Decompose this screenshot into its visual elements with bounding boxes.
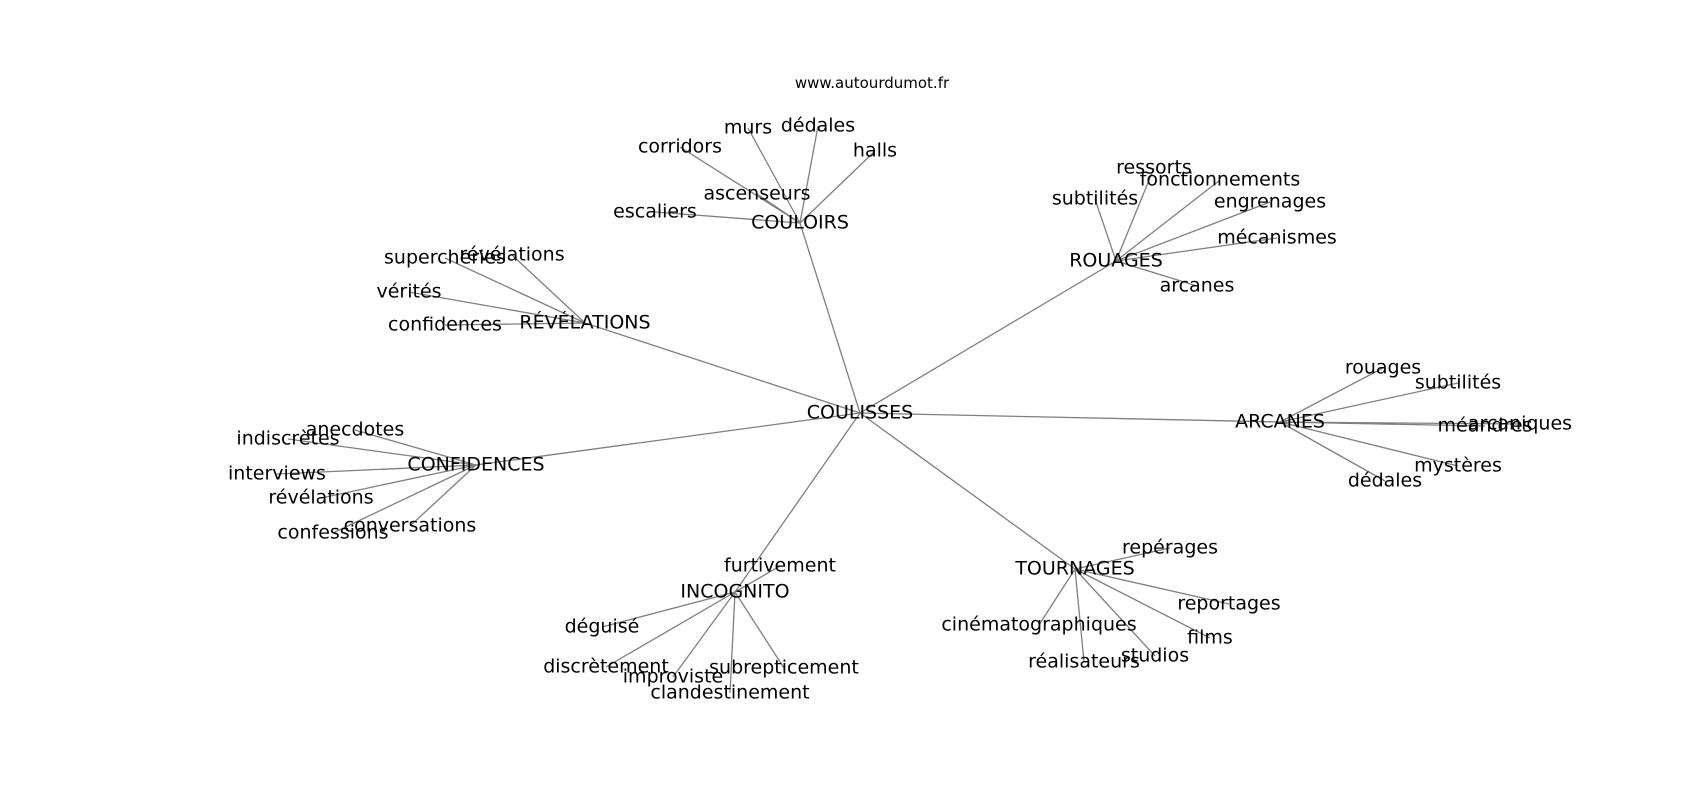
edge-hub-to-leaf bbox=[679, 146, 801, 224]
edge-hub-to-leaf bbox=[1279, 367, 1384, 423]
leaf-node-label: fonctionnements bbox=[1140, 169, 1301, 191]
edge-hub-to-leaf bbox=[1074, 568, 1085, 663]
edge-center-to-hub bbox=[584, 322, 861, 414]
leaf-node-label: discrètement bbox=[543, 656, 669, 678]
leaf-node-label: interviews bbox=[228, 463, 326, 485]
leaf-node-label: reportages bbox=[1177, 593, 1280, 615]
edge-hub-to-leaf bbox=[511, 254, 586, 324]
edge-hub-to-leaf bbox=[276, 464, 477, 475]
edge-center-to-hub bbox=[734, 412, 861, 593]
leaf-node-label: révélations bbox=[268, 487, 373, 509]
leaf-node-label: escaliers bbox=[613, 201, 697, 223]
edge-hub-to-leaf bbox=[601, 591, 736, 628]
leaf-node-label: confessions bbox=[277, 522, 388, 544]
edge-hub-to-leaf bbox=[1115, 179, 1221, 262]
edge-hub-to-leaf bbox=[672, 591, 736, 678]
edge-hub-to-leaf bbox=[1094, 198, 1117, 262]
leaf-node-label: studios bbox=[1121, 645, 1189, 667]
hub-node-label: COULOIRS bbox=[751, 212, 849, 234]
edge-hub-to-leaf bbox=[1115, 260, 1198, 287]
edge-center-to-hub bbox=[475, 412, 861, 466]
center-node-label: COULISSES bbox=[807, 402, 914, 424]
edge-hub-to-leaf bbox=[729, 591, 736, 694]
edge-hub-to-leaf bbox=[1279, 421, 1521, 425]
edge-hub-to-leaf bbox=[1279, 421, 1386, 482]
edge-hub-to-leaf bbox=[287, 438, 477, 466]
leaf-node-label: mécanismes bbox=[1217, 227, 1337, 249]
leaf-node-label: engrenages bbox=[1214, 191, 1326, 213]
hub-node-label: TOURNAGES bbox=[1014, 558, 1134, 580]
edge-hub-to-leaf bbox=[1115, 167, 1155, 262]
leaf-node-label: ressorts bbox=[1116, 157, 1192, 179]
leaf-node-label: murs bbox=[724, 117, 772, 139]
leaf-node-label: réalisateurs bbox=[1028, 651, 1140, 673]
leaf-node-label: improviste bbox=[623, 666, 723, 688]
leaf-node-label: anecdotes bbox=[306, 419, 405, 441]
leaf-node-label: vérités bbox=[376, 281, 441, 303]
edge-center-to-hub bbox=[799, 222, 861, 414]
leaf-node-label: déguisé bbox=[565, 616, 640, 638]
edge-hub-to-leaf bbox=[799, 150, 876, 224]
edges bbox=[276, 125, 1521, 694]
leaf-node-label: subtilités bbox=[1415, 372, 1501, 394]
leaf-node-label: conversations bbox=[344, 515, 477, 537]
hub-node-label: CONFIDENCES bbox=[407, 454, 544, 476]
leaf-node-label: supercheries bbox=[384, 247, 506, 269]
edge-hub-to-leaf bbox=[734, 591, 785, 669]
edge-hub-to-leaf bbox=[734, 565, 781, 593]
leaf-node-label: mystères bbox=[1414, 455, 1502, 477]
edge-hub-to-leaf bbox=[756, 193, 801, 224]
leaf-node-label: révélations bbox=[459, 244, 564, 266]
source-label: www.autourdumot.fr bbox=[795, 74, 950, 92]
edge-hub-to-leaf bbox=[605, 591, 736, 668]
edge-hub-to-leaf bbox=[799, 125, 819, 224]
leaf-node-label: cinématographiques bbox=[941, 614, 1136, 636]
leaf-node-label: indiscrètes bbox=[236, 428, 339, 450]
edge-hub-to-leaf bbox=[1074, 568, 1156, 657]
leaf-node-label: films bbox=[1187, 627, 1233, 649]
leaf-node-label: rouages bbox=[1345, 357, 1421, 379]
leaf-node-label: furtivement bbox=[724, 555, 836, 577]
edge-hub-to-leaf bbox=[654, 211, 801, 224]
hub-node-label: ROUAGES bbox=[1069, 250, 1163, 272]
edge-hub-to-leaf bbox=[1074, 568, 1211, 639]
leaf-node-label: dédales bbox=[1348, 470, 1422, 492]
edge-hub-to-leaf bbox=[354, 429, 477, 466]
edge-hub-to-leaf bbox=[1115, 201, 1271, 262]
leaf-node-label: confidences bbox=[388, 314, 502, 336]
leaf-node-label: ascenseurs bbox=[703, 183, 810, 205]
edge-center-to-hub bbox=[859, 260, 1117, 414]
leaf-node-label: arcanes bbox=[1160, 275, 1235, 297]
edge-hub-to-leaf bbox=[444, 322, 586, 326]
edge-hub-to-leaf bbox=[444, 257, 586, 324]
hub-node-label: ARCANES bbox=[1235, 411, 1325, 433]
edge-center-to-hub bbox=[859, 412, 1281, 423]
leaf-node-label: halls bbox=[853, 140, 897, 162]
edge-hub-to-leaf bbox=[1115, 237, 1278, 262]
leaf-node-label: subrepticement bbox=[709, 657, 859, 679]
node-labels: COULISSES COULOIRS murs dédales corridors hal… bbox=[228, 115, 1572, 704]
edge-hub-to-leaf bbox=[747, 127, 801, 224]
edge-center-to-hub bbox=[859, 412, 1076, 570]
edge-hub-to-leaf bbox=[1279, 382, 1459, 423]
hub-node-label: RÉVÉLATIONS bbox=[519, 311, 650, 334]
edge-hub-to-leaf bbox=[1279, 421, 1459, 467]
edge-hub-to-leaf bbox=[1074, 547, 1171, 570]
leaf-node-label: clandestinement bbox=[650, 682, 809, 704]
edge-hub-to-leaf bbox=[320, 464, 477, 499]
edge-hub-to-leaf bbox=[408, 291, 586, 324]
leaf-node-label: arcaniques bbox=[1468, 413, 1572, 435]
edge-hub-to-leaf bbox=[332, 464, 477, 534]
leaf-node-label: méandres bbox=[1438, 415, 1533, 437]
edge-hub-to-leaf bbox=[1074, 568, 1230, 605]
leaf-node-label: subtilités bbox=[1052, 188, 1138, 210]
hub-node-label: INCOGNITO bbox=[680, 581, 789, 603]
leaf-node-label: repérages bbox=[1122, 537, 1218, 559]
leaf-node-label: corridors bbox=[638, 136, 722, 158]
leaf-node-label: dédales bbox=[781, 115, 855, 137]
edge-hub-to-leaf bbox=[409, 464, 477, 527]
edge-hub-to-leaf bbox=[1038, 568, 1076, 626]
